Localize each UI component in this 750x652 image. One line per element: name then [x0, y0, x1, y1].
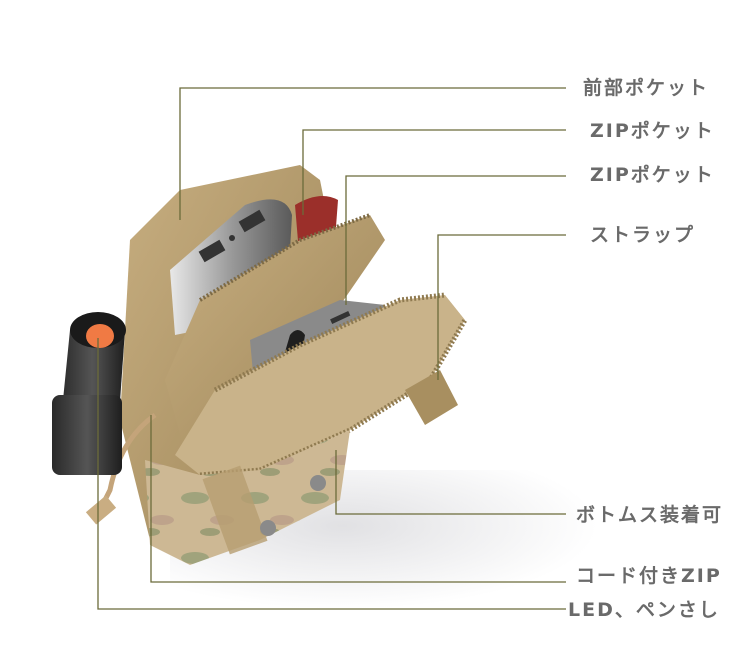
leader-lines: [97, 87, 566, 610]
leader-line-led-pen: [97, 338, 566, 610]
label-front-pocket: 前部ポケット: [583, 77, 710, 99]
flashlight: [52, 312, 126, 475]
flashlight-lens: [86, 324, 114, 348]
leader-line-front-pocket: [179, 87, 566, 220]
label-strap: ストラップ: [590, 224, 696, 246]
leader-line-cord-zip: [150, 415, 566, 583]
leader-line-bottom-attach: [335, 450, 566, 515]
leader-line-zip-pocket-1: [302, 129, 566, 215]
label-zip-pocket-1: ZIPポケット: [590, 120, 715, 142]
label-bottom-attach: ボトムス装着可: [576, 504, 724, 526]
leader-line-strap: [437, 234, 566, 380]
label-zip-pocket-2: ZIPポケット: [590, 164, 715, 186]
label-cord-zip: コード付きZIP: [576, 565, 722, 587]
label-led-pen-holder: LED、ペンさし: [568, 599, 720, 621]
leader-line-zip-pocket-2: [345, 175, 566, 305]
pouch-body: [85, 165, 468, 565]
